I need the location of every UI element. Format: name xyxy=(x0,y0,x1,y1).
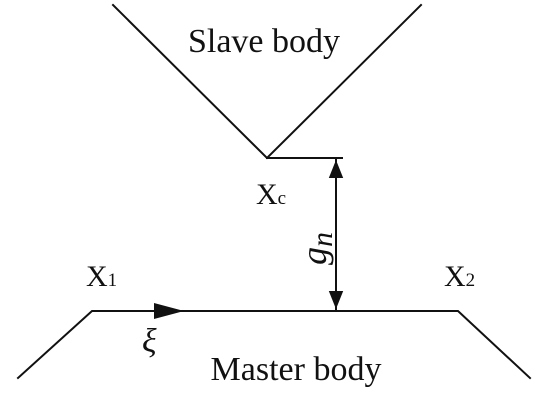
xi-arrowhead xyxy=(154,303,184,319)
xc-main: X xyxy=(256,178,278,211)
gap-label: gn xyxy=(294,232,339,265)
xc-sub: c xyxy=(278,188,286,209)
x2-label: X2 xyxy=(444,260,475,293)
gap-main: g xyxy=(294,247,334,265)
slave-body-label: Slave body xyxy=(188,23,340,60)
gap-sub: n xyxy=(306,232,339,247)
x1-main: X xyxy=(86,260,108,293)
x2-main: X xyxy=(444,260,466,293)
x1-sub: 1 xyxy=(108,270,118,291)
master-body-outline xyxy=(16,310,532,380)
x1-label: X1 xyxy=(86,260,117,293)
master-body-label: Master body xyxy=(211,351,382,388)
xc-label: Xc xyxy=(256,178,286,211)
x2-sub: 2 xyxy=(466,270,476,291)
xi-label: ξ xyxy=(142,323,157,360)
